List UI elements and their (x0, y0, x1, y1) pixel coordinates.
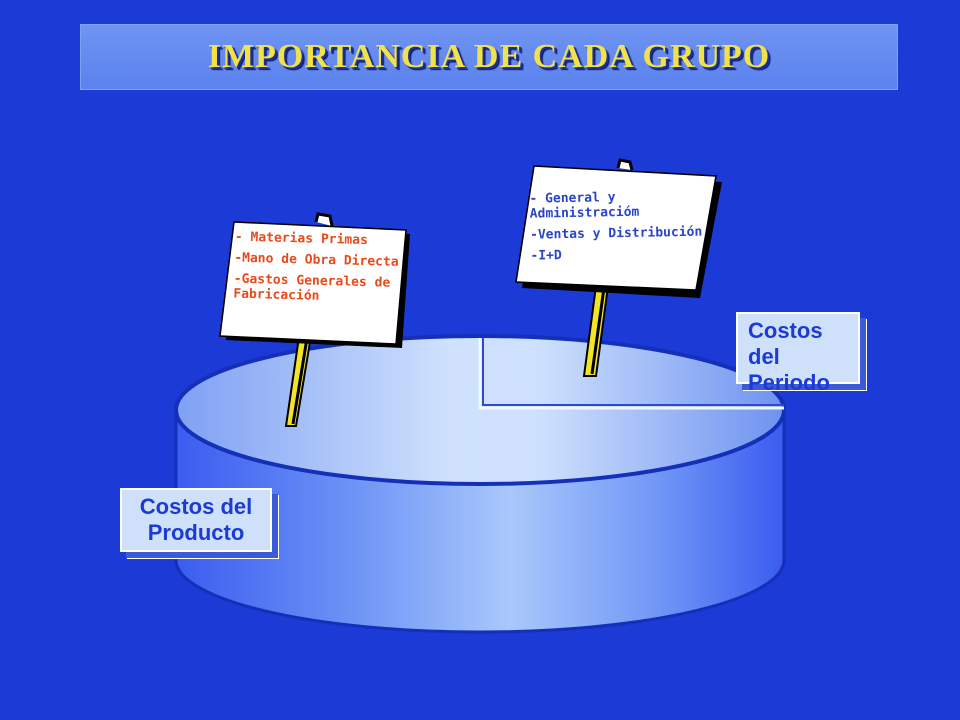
right-sign-board (515, 165, 717, 291)
period-item: -Ventas y Distribución (529, 224, 703, 243)
period-item: - General y Administracióm (529, 190, 640, 222)
period-item: -I+D (530, 248, 562, 264)
title-bar: IMPORTANCIA DE CADA GRUPO (80, 24, 898, 90)
period-cost-items: - General y Administracióm -Ventas y Dis… (529, 188, 720, 269)
cylinder-top (174, 334, 786, 486)
product-cost-label: Costos del Producto (120, 488, 272, 552)
slide-title: IMPORTANCIA DE CADA GRUPO (207, 38, 771, 75)
product-cost-items: - Materias Primas -Mano de Obra Directa … (233, 230, 421, 313)
divider-line (478, 338, 784, 410)
product-item: -Mano de Obra Directa (234, 250, 399, 270)
period-cost-label: Costos del Periodo (736, 312, 860, 395)
product-item: -Gastos Generales de Fabricación (233, 271, 391, 304)
left-sign-board (219, 221, 407, 345)
